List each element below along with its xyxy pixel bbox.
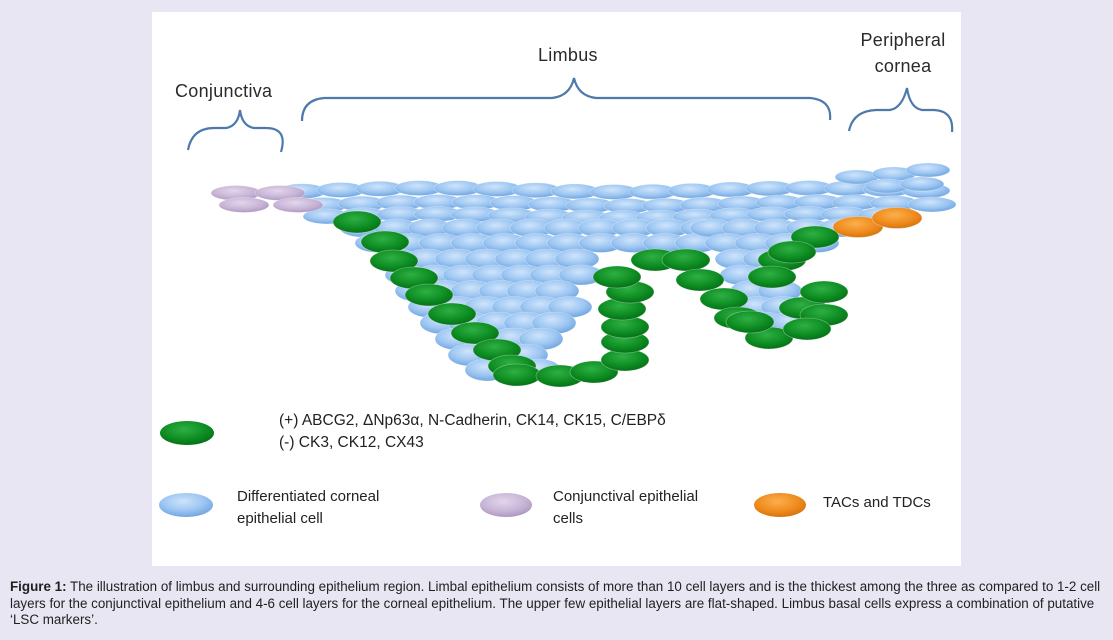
stem-cell — [360, 230, 410, 254]
legend-swatch-corneal-cell — [159, 493, 213, 517]
legend-swatch-stem-cell — [160, 421, 214, 445]
conjunctival-line1: Conjunctival epithelial — [553, 488, 699, 505]
peripheral-cornea-brace — [847, 87, 954, 133]
stem-cell — [661, 248, 711, 272]
conjunctival-cells — [210, 185, 324, 213]
corneal-cell — [907, 196, 957, 213]
conjunctival-cell — [272, 197, 324, 213]
stem-cell — [747, 265, 797, 289]
conjunctiva-label: Conjunctiva — [175, 81, 273, 101]
caption-label: Figure 1: — [10, 579, 67, 594]
negative-markers: (-) CK3, CK12, CX43 — [279, 434, 424, 451]
tac-cell — [832, 216, 884, 238]
peripheral-label-line1: Peripheral — [860, 30, 946, 50]
differentiated-legend-text: Differentiated corneal epithelial cell — [237, 486, 379, 530]
conjunctiva-brace — [186, 109, 284, 153]
region-braces — [186, 77, 954, 153]
limbus-illustration — [159, 77, 957, 517]
stem-marker-text: (+) ABCG2, ΔNp63α, N-Cadherin, CK14, CK1… — [279, 410, 666, 454]
limbus-label: Limbus — [538, 45, 598, 65]
stem-cell — [675, 268, 725, 292]
corneal-cell — [899, 176, 945, 192]
limbal-stem-cells — [332, 210, 849, 388]
stem-cell — [592, 265, 642, 289]
differentiated-line1: Differentiated corneal — [237, 488, 380, 505]
differentiated-line2: epithelial cell — [237, 510, 323, 527]
stem-cell — [782, 317, 832, 341]
figure-panel: Conjunctiva Limbus Peripheral cornea (+)… — [152, 12, 961, 566]
positive-markers: (+) ABCG2, ΔNp63α, N-Cadherin, CK14, CK1… — [279, 412, 666, 429]
conjunctival-cell — [218, 197, 270, 213]
legend-swatch-conjunctival-cell — [480, 493, 532, 517]
tac-legend-text: TACs and TDCs — [823, 494, 931, 511]
caption-text: The illustration of limbus and surroundi… — [10, 579, 1101, 627]
tac-tdc-cells — [832, 207, 923, 238]
stem-cell — [799, 280, 849, 304]
stem-cell — [427, 302, 477, 326]
peripheral-cornea-label: Peripheral cornea — [848, 27, 958, 79]
legend-swatch-tac-cell — [754, 493, 806, 517]
tac-cell — [871, 207, 923, 229]
stem-cell — [767, 240, 817, 264]
stem-cell — [404, 283, 454, 307]
conjunctival-line2: cells — [553, 510, 584, 527]
stem-cell — [492, 363, 542, 387]
conjunctival-legend-text: Conjunctival epithelial cells — [553, 486, 698, 530]
stem-cell — [450, 321, 500, 345]
stem-cell — [332, 210, 382, 234]
corneal-cell — [905, 162, 951, 178]
peripheral-label-line2: cornea — [874, 56, 932, 76]
stem-cell — [725, 310, 775, 334]
limbus-brace — [300, 77, 832, 122]
figure-caption: Figure 1: The illustration of limbus and… — [10, 579, 1105, 629]
